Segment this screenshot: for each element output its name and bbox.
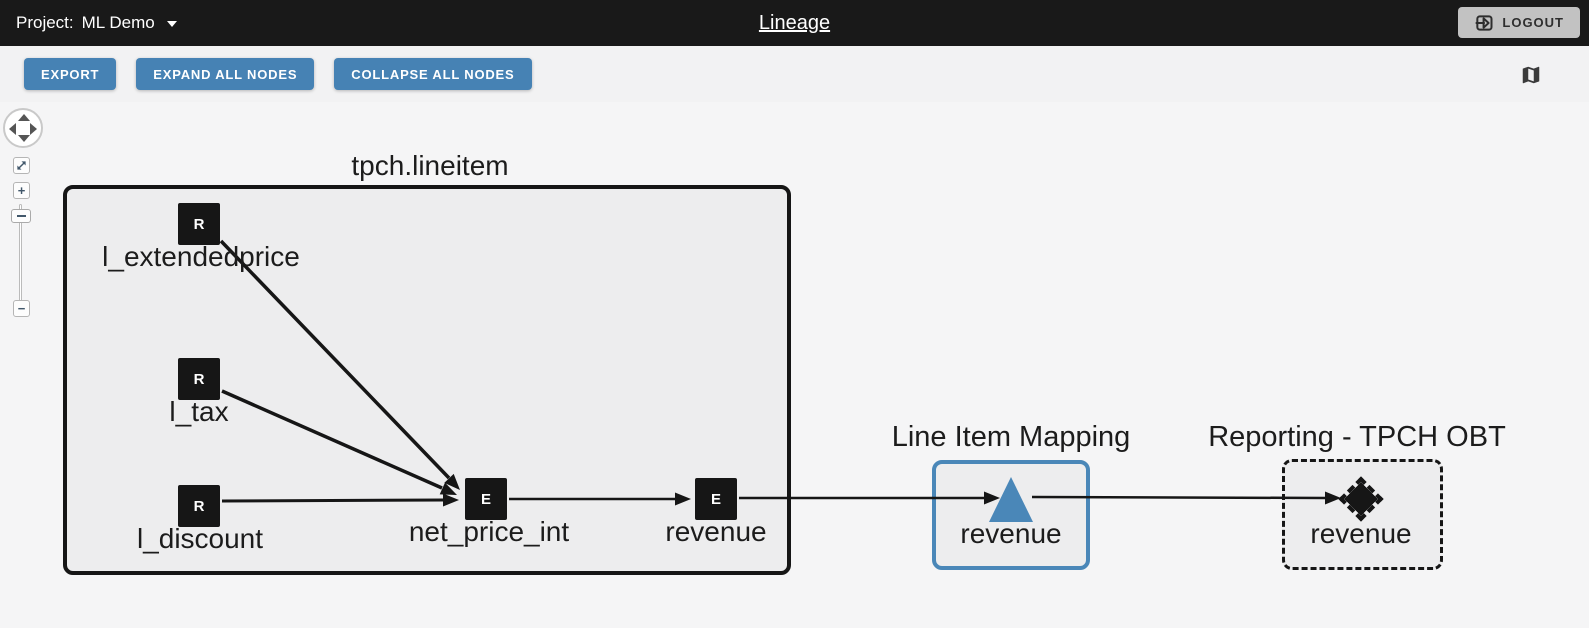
zoom-in-button[interactable]: + (13, 182, 30, 199)
expand-all-nodes-button[interactable]: EXPAND ALL NODES (136, 58, 315, 90)
group-title-line-item-mapping: Line Item Mapping (891, 421, 1131, 453)
e-badge-icon: E (710, 490, 721, 508)
node-label-rep-revenue: revenue (1310, 518, 1412, 549)
export-button[interactable]: EXPORT (24, 58, 117, 90)
logout-button[interactable]: LOGOUT (1458, 7, 1580, 38)
node-label-l_extendedprice: l_extendedprice (102, 241, 300, 272)
node-label-lim-revenue: revenue (960, 518, 1062, 549)
zoom-out-button[interactable]: − (13, 300, 30, 317)
project-selector[interactable]: Project: ML Demo (16, 13, 177, 33)
pan-control[interactable] (3, 108, 43, 148)
toolbar: EXPORT EXPAND ALL NODES COLLAPSE ALL NOD… (0, 46, 1589, 102)
group-title-tpch: tpch.lineitem (351, 150, 509, 181)
slider-dash-icon (16, 215, 26, 217)
zoom-slider-handle[interactable] (11, 209, 31, 223)
fit-view-button[interactable] (13, 157, 30, 174)
mapping-triangle-icon[interactable] (989, 477, 1033, 522)
node-l_discount[interactable]: R (178, 485, 220, 527)
logout-icon (1476, 14, 1493, 31)
e-badge-icon: E (480, 490, 491, 508)
r-badge-icon: R (193, 370, 205, 388)
collapse-all-nodes-button[interactable]: COLLAPSE ALL NODES (334, 58, 532, 90)
pan-down-icon[interactable] (18, 135, 30, 142)
logout-label: LOGOUT (1502, 15, 1564, 30)
node-net_price_int[interactable]: E (465, 478, 507, 520)
node-l_tax[interactable]: R (178, 358, 220, 400)
top-app-bar: Project: ML Demo Lineage LOGOUT (0, 0, 1589, 46)
map-icon[interactable] (1520, 64, 1542, 86)
pan-right-icon[interactable] (30, 123, 37, 135)
project-value: ML Demo (81, 13, 155, 32)
pan-up-icon[interactable] (18, 114, 30, 121)
node-label-l_tax: l_tax (169, 396, 229, 427)
page-title[interactable]: Lineage (758, 11, 831, 34)
r-badge-icon: R (193, 215, 205, 233)
pan-left-icon[interactable] (9, 123, 16, 135)
node-label-l_discount: l_discount (136, 523, 264, 554)
node-label-net_price_int: net_price_int (408, 516, 570, 547)
expand-diagonal-icon (17, 161, 26, 170)
chevron-down-icon (166, 21, 177, 27)
r-badge-icon: R (193, 497, 205, 515)
group-title-reporting-tpch-obt: Reporting - TPCH OBT (1208, 421, 1506, 453)
node-revenue[interactable]: E (695, 478, 737, 520)
project-label: Project: (16, 13, 74, 32)
node-l_extendedprice[interactable]: R (178, 203, 220, 245)
node-label-revenue: revenue (665, 516, 767, 547)
